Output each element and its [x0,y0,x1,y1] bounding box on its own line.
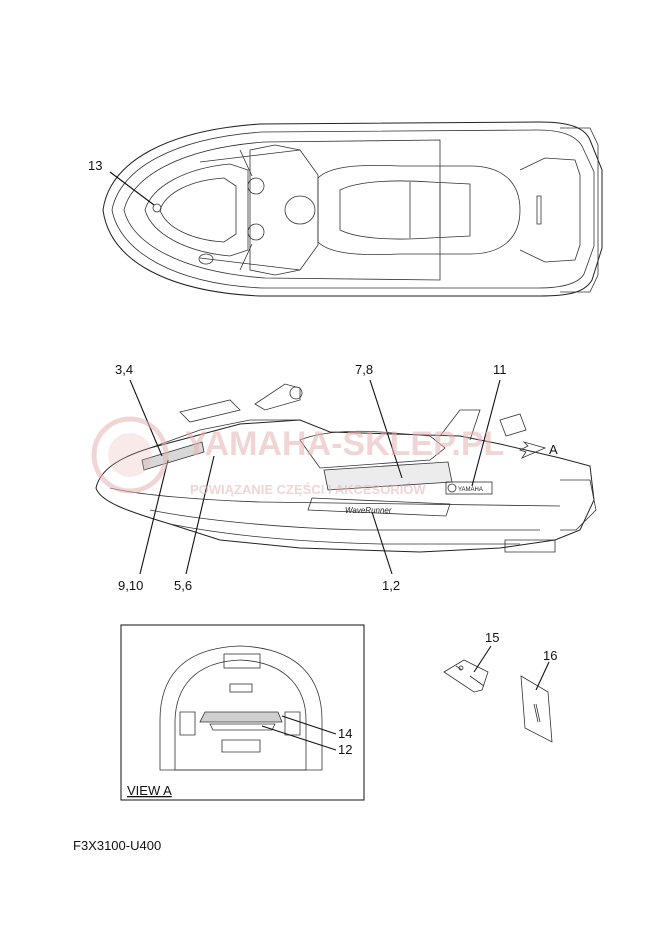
top-view-craft [102,121,603,297]
part-15-tag [443,659,489,693]
callout-3-4: 3,4 [115,362,133,377]
part-code: F3X3100-U400 [73,838,162,853]
waverunner-decal-text: WaveRunner [345,506,392,515]
watermark-brand: YAMAHA-SKLEP.PL [185,425,504,463]
view-a-detail: VIEW A [120,624,365,801]
callout-15: 15 [485,630,499,645]
callout-12: 12 [338,742,352,757]
callout-1-2: 1,2 [382,578,400,593]
callout-9-10: 9,10 [118,578,143,593]
view-a-arrow-icon [518,441,547,459]
callout-5-6: 5,6 [174,578,192,593]
callout-7-8: 7,8 [355,362,373,377]
callout-14: 14 [338,726,352,741]
view-a-frame [120,624,365,801]
yamaha-decal-text: YAMAHA [458,487,483,493]
watermark-tagline: POWIĄZANIE CZĘŚCI I AKCESORIÓW [190,482,426,497]
leader-lines [109,171,550,751]
side-view-craft: WaveRunner YAMAHA [95,383,597,553]
watermark: YAMAHA-SKLEP.PL POWIĄZANIE CZĘŚCI I AKCE… [91,416,504,497]
callout-a: A [549,442,558,457]
callout-13: 13 [88,158,102,173]
callout-11: 11 [493,362,507,377]
view-a-label: VIEW A [127,783,172,798]
part-16-label-sticker [520,675,553,743]
callout-16: 16 [543,648,557,663]
watermark-logo-icon [91,416,169,494]
